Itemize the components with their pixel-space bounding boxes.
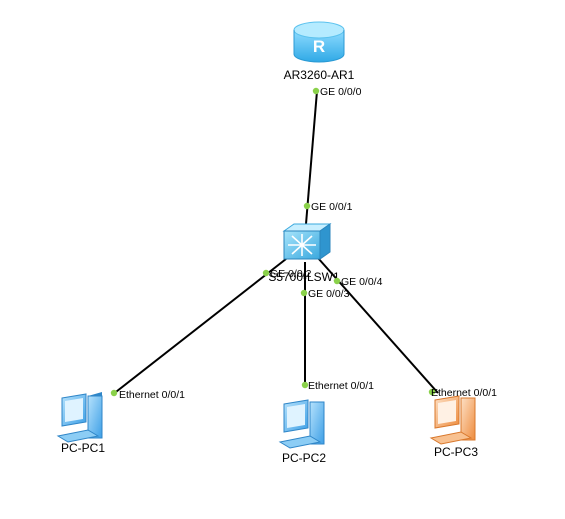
pc1-device[interactable]: PC-PC1 [56, 392, 105, 455]
pc2-label: PC-PC2 [282, 451, 326, 465]
pc-icon [429, 395, 476, 445]
port-dot [303, 202, 311, 210]
pc3-label: PC-PC3 [434, 445, 478, 459]
port-dot [301, 381, 309, 389]
port-dot [262, 269, 270, 277]
svg-text:R: R [313, 37, 325, 56]
port-label-switch-ge0-0-4: GE 0/0/4 [341, 276, 383, 288]
pc2-device[interactable]: PC-PC2 [278, 399, 326, 465]
port-label-switch-ge0-0-2: GE 0/0/2 [270, 268, 312, 280]
port-dot [333, 277, 341, 285]
switch-label: S5700-LSW1 [268, 270, 340, 284]
port-label-pc1-ethernet0-0-1: Ethernet 0/0/1 [119, 389, 185, 401]
router-device[interactable]: R AR3260-AR1 [284, 21, 355, 82]
port-label-switch-ge0-0-1: GE 0/0/1 [311, 201, 353, 213]
link-switch-pc1[interactable] [111, 258, 287, 396]
switch-device[interactable]: S5700-LSW1 [268, 223, 340, 284]
pc1-label: PC-PC1 [61, 441, 105, 455]
pc-icon [278, 399, 325, 449]
router-icon: R [293, 21, 345, 63]
port-label-pc2-ethernet0-0-1: Ethernet 0/0/1 [308, 380, 374, 392]
router-label: AR3260-AR1 [284, 68, 355, 82]
port-dot [428, 388, 436, 396]
port-label-pc3-ethernet0-0-1: Ethernet 0/0/1 [431, 387, 497, 399]
port-dot [312, 87, 320, 95]
port-dot [110, 389, 118, 397]
pc3-device[interactable]: PC-PC3 [429, 395, 478, 459]
pc-icon [56, 392, 103, 443]
port-label-switch-ge0-0-3: GE 0/0/3 [308, 288, 350, 300]
link-router-switch[interactable] [305, 90, 318, 225]
port-label-router-ge0-0-0: GE 0/0/0 [320, 86, 362, 98]
port-dot [300, 289, 308, 297]
switch-icon [282, 223, 332, 260]
